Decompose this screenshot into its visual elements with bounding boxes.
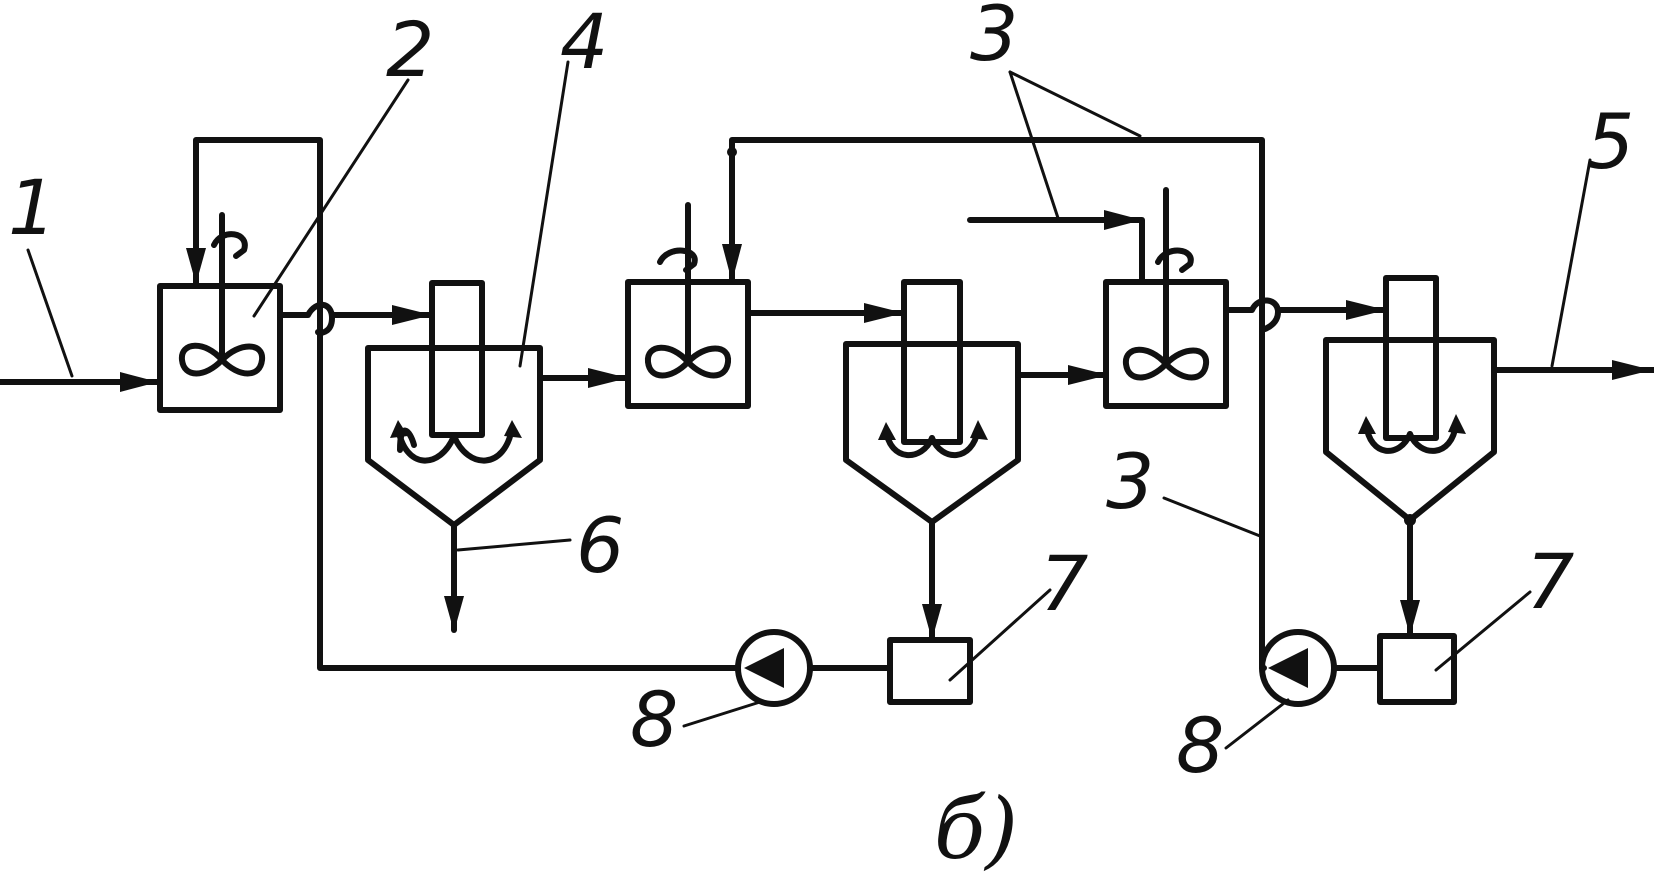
curved-arrow-icon <box>211 231 248 259</box>
curved-arrow-icon <box>1155 247 1194 273</box>
label-6: 6 <box>576 501 624 590</box>
label-8a: 8 <box>630 675 678 764</box>
label-7a: 7 <box>1040 539 1088 628</box>
flow-mixer3-settler3 <box>1223 297 1387 333</box>
mixer-tank-2 <box>625 202 751 409</box>
label-3-low: 3 <box>1106 437 1154 526</box>
leader-8a <box>682 700 762 728</box>
leader-4 <box>518 60 570 368</box>
label-7b: 7 <box>1526 537 1574 626</box>
label-5: 5 <box>1586 97 1634 186</box>
leader-1 <box>26 248 74 378</box>
curved-arrow-icon <box>657 247 698 273</box>
pump-triangle-icon <box>1268 648 1308 688</box>
outlet-line <box>1491 360 1654 380</box>
leader-3-mid <box>1008 70 1060 220</box>
flow-mixer1-settler1 <box>277 301 433 336</box>
pump-1 <box>317 629 893 707</box>
figure-caption: б) <box>934 780 1018 874</box>
recycle-header <box>722 137 1265 633</box>
infinity-agitator-icon <box>178 342 266 377</box>
recycle-loop-top-1 <box>186 137 323 658</box>
settler-1 <box>365 280 543 633</box>
settler-3 <box>1323 275 1497 639</box>
label-8b: 8 <box>1176 701 1224 790</box>
pump-triangle-icon <box>744 648 784 688</box>
leader-3-top <box>1008 70 1142 138</box>
mixer-tank-3 <box>1103 187 1229 409</box>
settler-2 <box>843 279 1021 643</box>
label-2: 2 <box>386 5 434 94</box>
leader-5 <box>1550 158 1592 368</box>
leader-3-low <box>1162 496 1262 538</box>
flow-mixer2-settler2 <box>745 303 906 323</box>
mixer-tank-1 <box>157 212 283 413</box>
pump-2 <box>1259 627 1383 707</box>
flow-settler2-mixer3 <box>1015 365 1109 385</box>
label-3-top: 3 <box>970 0 1018 78</box>
flow-settler1-mixer2 <box>537 368 629 388</box>
label-4: 4 <box>560 0 608 86</box>
infinity-agitator-icon <box>644 344 732 379</box>
inlet-line <box>0 372 161 392</box>
leader-7b <box>1434 590 1532 672</box>
label-1: 1 <box>8 163 56 252</box>
collector-tank-2 <box>1377 633 1457 705</box>
leader-8b <box>1224 698 1290 750</box>
reagent-feed <box>967 210 1145 283</box>
leader-7a <box>948 588 1052 682</box>
infinity-agitator-icon <box>1122 346 1210 381</box>
leader-2 <box>252 78 410 318</box>
leader-6 <box>456 538 572 552</box>
